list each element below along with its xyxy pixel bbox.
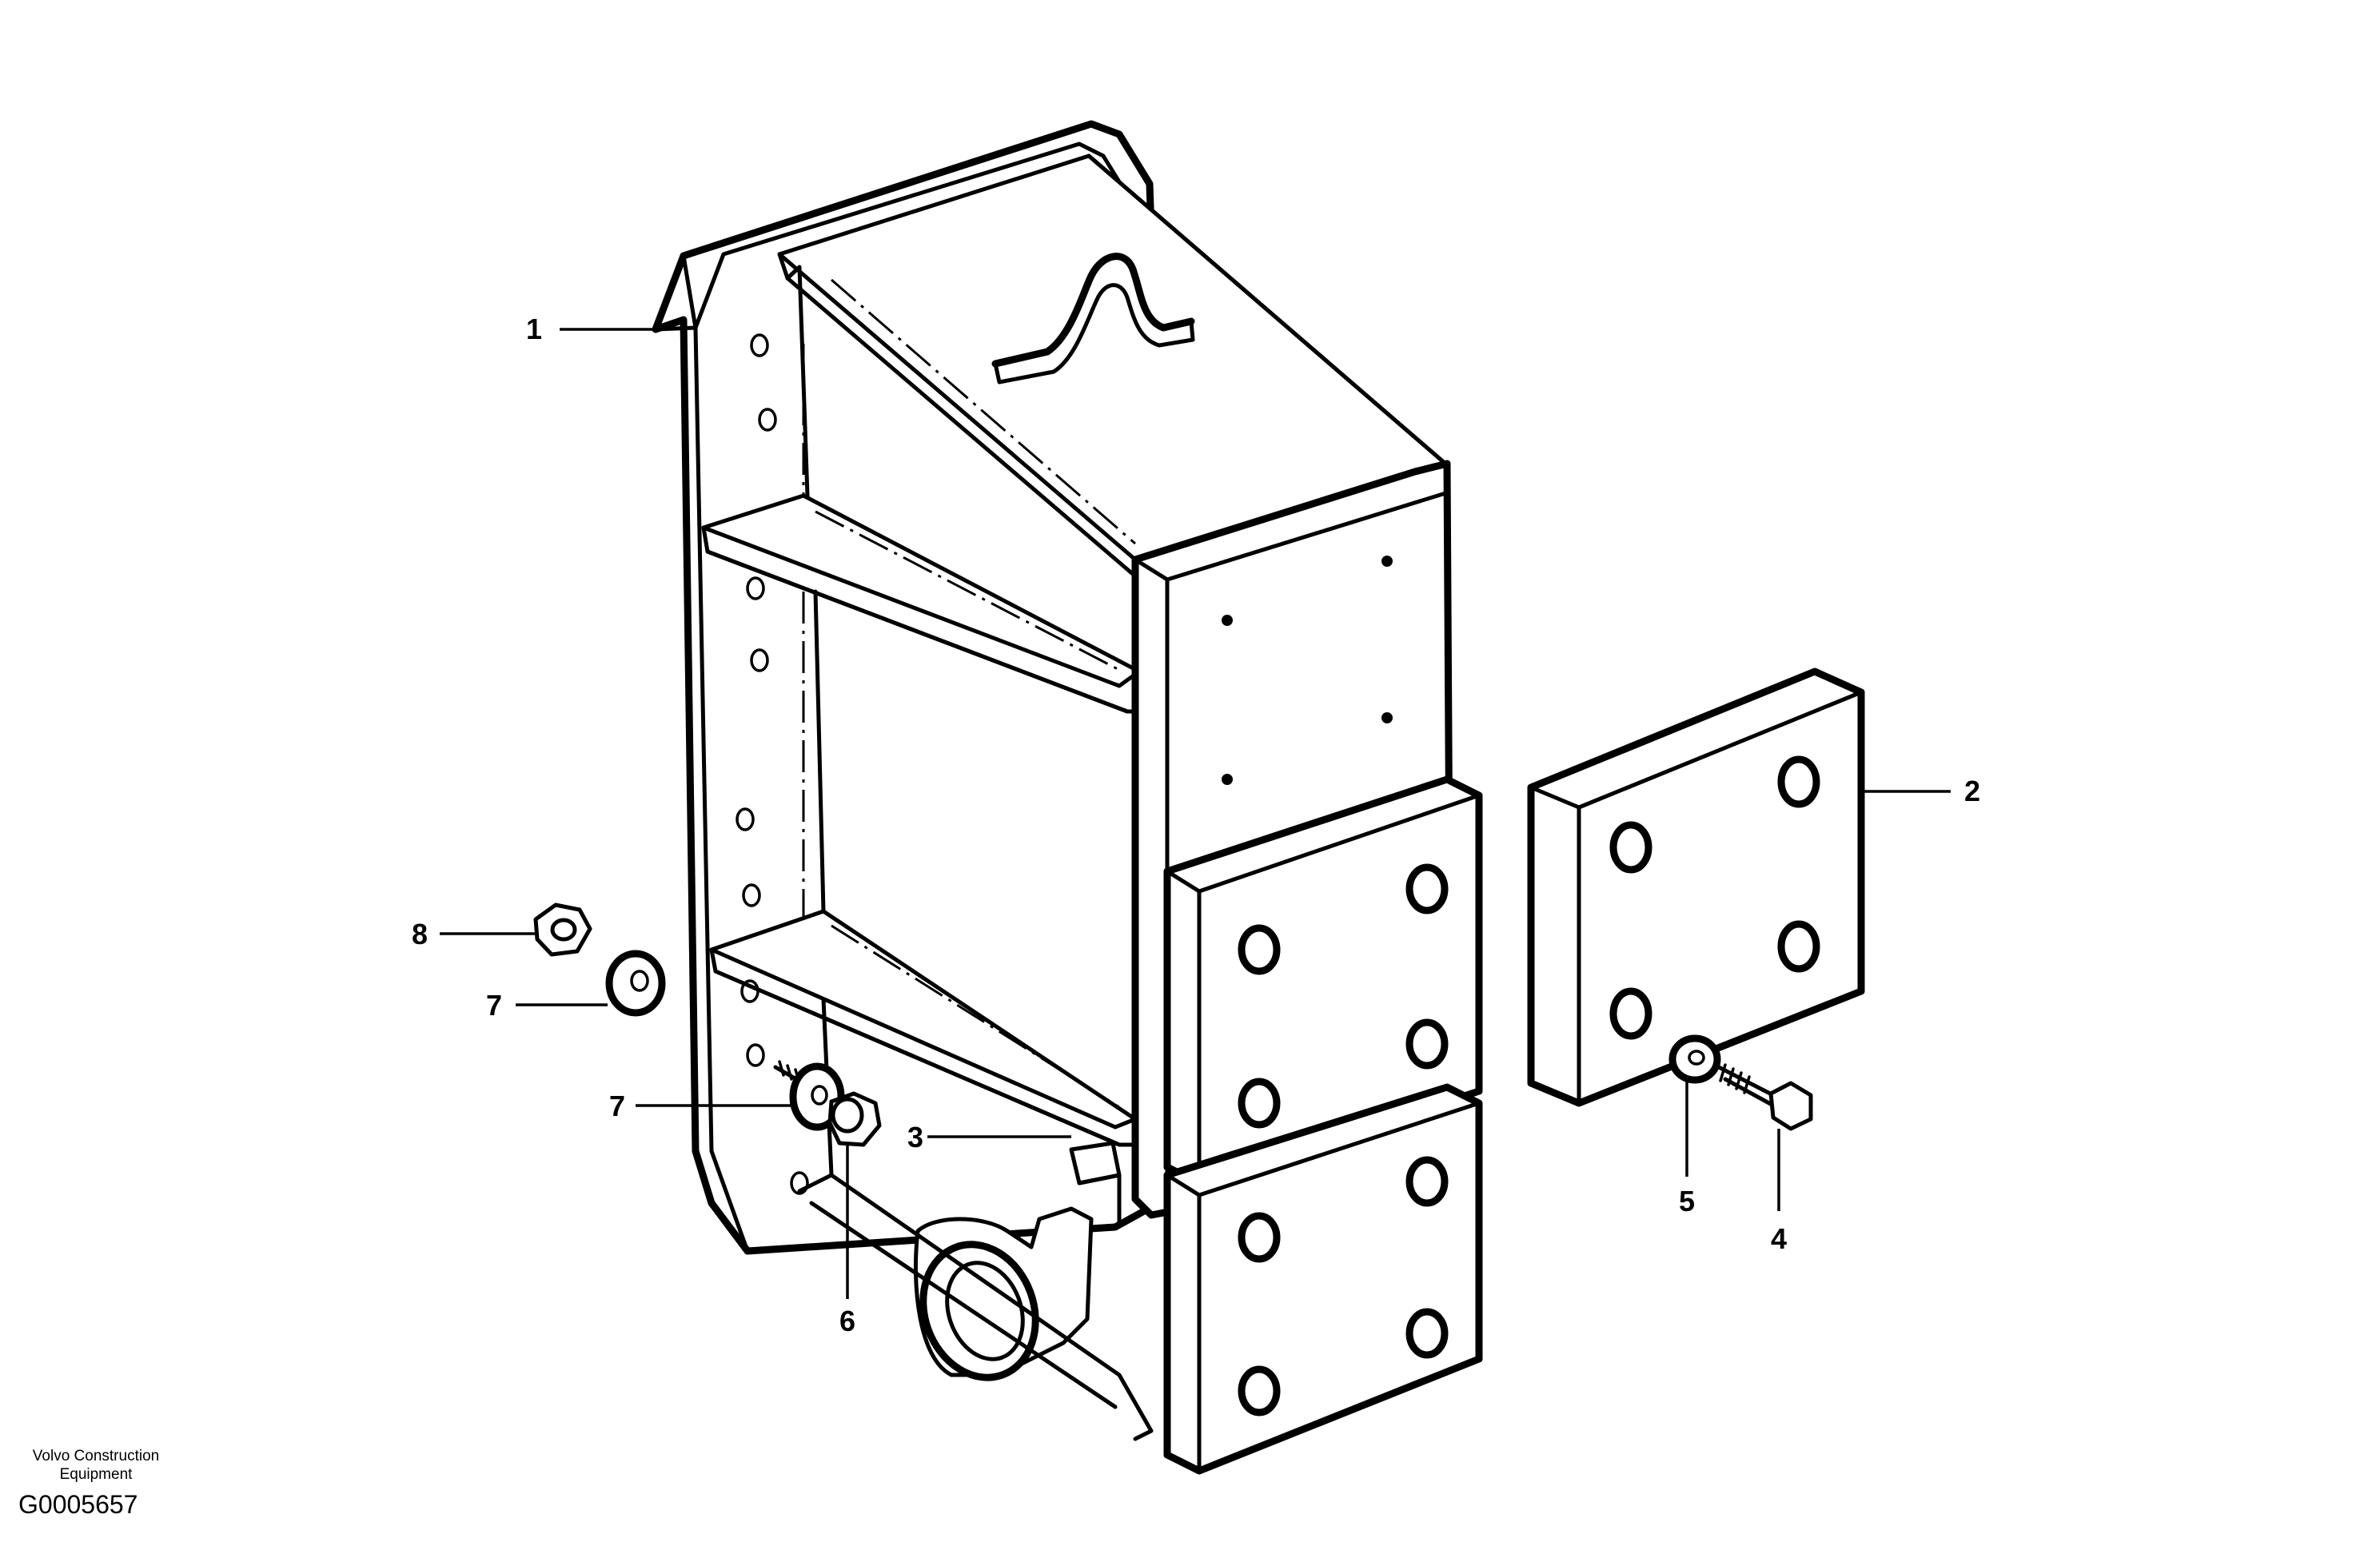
footer-company-line1: Volvo Construction (33, 1448, 159, 1464)
callout-3: 3 (907, 1121, 923, 1154)
washer-part-7-upper (605, 950, 666, 1017)
bolt-part-4 (1716, 1063, 1813, 1131)
front-face-holes (1222, 556, 1393, 785)
weight-block-upper (1163, 775, 1483, 1187)
additional-weight-plate (1527, 667, 1865, 1107)
callout-7-lower: 7 (609, 1090, 625, 1122)
leader-lines (440, 328, 1951, 1299)
footer-company-line2: Equipment (60, 1466, 134, 1483)
footer-drawing-id: G0005657 (18, 1490, 138, 1519)
nut-part-6 (827, 1091, 882, 1147)
callout-7-upper: 7 (486, 989, 502, 1022)
nut-part-8 (533, 903, 592, 957)
callout-5: 5 (1679, 1185, 1695, 1217)
plate-part-3 (1069, 1141, 1122, 1185)
back-plate-holes (736, 333, 809, 1195)
callout-8: 8 (412, 918, 428, 950)
callout-4: 4 (1771, 1222, 1787, 1255)
callout-2: 2 (1964, 775, 1980, 807)
callout-1: 1 (526, 313, 542, 345)
callout-6: 6 (839, 1305, 855, 1337)
washer-part-5 (1668, 1034, 1721, 1084)
weight-block-lower (1163, 1083, 1483, 1475)
